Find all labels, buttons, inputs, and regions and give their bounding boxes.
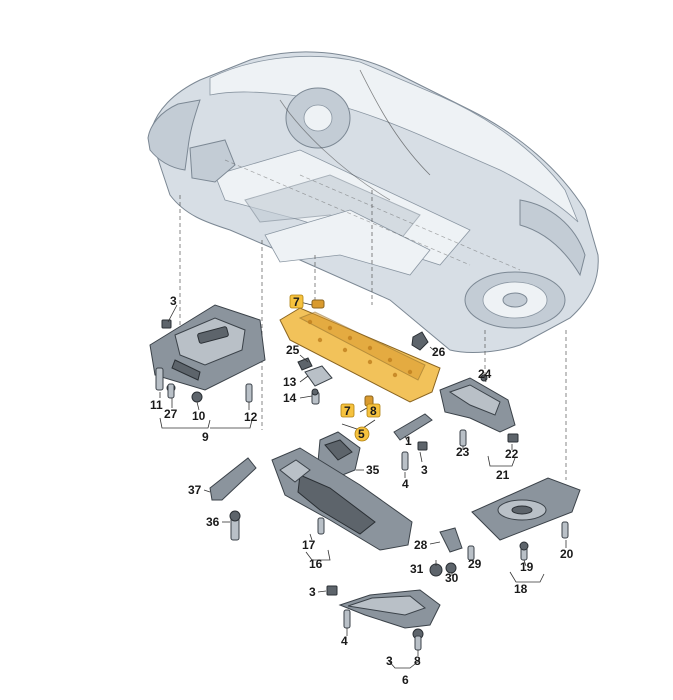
label-7-top: 7	[293, 295, 300, 309]
label-28: 28	[414, 538, 428, 552]
label-13: 13	[283, 375, 297, 389]
label-36: 36	[206, 515, 220, 529]
label-4-lower: 4	[341, 634, 348, 648]
label-31: 31	[410, 562, 424, 576]
label-3-mid: 3	[421, 463, 428, 477]
label-8-upper: 8	[370, 404, 377, 418]
label-17: 17	[302, 538, 316, 552]
label-19: 19	[520, 560, 534, 574]
label-6: 6	[402, 673, 409, 687]
label-30: 30	[445, 571, 459, 585]
liner-part-21	[439, 374, 519, 447]
label-26: 26	[432, 345, 446, 359]
label-14: 14	[283, 391, 297, 405]
label-22: 22	[505, 447, 519, 461]
clip-part-26	[411, 331, 429, 351]
label-9: 9	[202, 430, 209, 444]
engine-undertray-part-9	[149, 304, 266, 391]
part-number-labels: 3 11 27 10 12 9 7 25 13 14 7 8 5 26 1 3 …	[150, 294, 574, 687]
bracket-part-1	[393, 413, 433, 471]
bracket-part-37	[209, 457, 257, 541]
highlight-badges	[289, 294, 381, 442]
label-21: 21	[496, 468, 510, 482]
label-3: 3	[170, 294, 177, 308]
label-11: 11	[150, 398, 163, 412]
label-27: 27	[164, 407, 178, 421]
label-25: 25	[286, 343, 300, 357]
label-35: 35	[366, 463, 380, 477]
label-10: 10	[192, 409, 206, 423]
car-body-outline	[147, 51, 599, 353]
label-16: 16	[309, 557, 323, 571]
label-1: 1	[405, 434, 412, 448]
label-24: 24	[478, 367, 492, 381]
label-3-lower: 3	[309, 585, 316, 599]
label-12: 12	[244, 410, 258, 424]
label-23: 23	[456, 445, 470, 459]
side-shield-part-16	[271, 447, 413, 551]
label-7-bottom: 7	[344, 404, 351, 418]
label-3-bottom: 3	[386, 654, 393, 668]
brackets-13-25-14	[297, 357, 333, 405]
label-18: 18	[514, 582, 528, 596]
label-5: 5	[358, 427, 365, 441]
rear-tray-part-18	[471, 477, 581, 561]
label-29: 29	[468, 557, 482, 571]
label-37: 37	[188, 483, 202, 497]
front-shield-part-6	[326, 585, 441, 651]
label-8-lower: 8	[414, 654, 421, 668]
label-20: 20	[560, 547, 574, 561]
label-leaders	[159, 301, 567, 669]
label-4-mid: 4	[402, 477, 409, 491]
highlighted-floor-panel-part-5	[279, 299, 441, 407]
